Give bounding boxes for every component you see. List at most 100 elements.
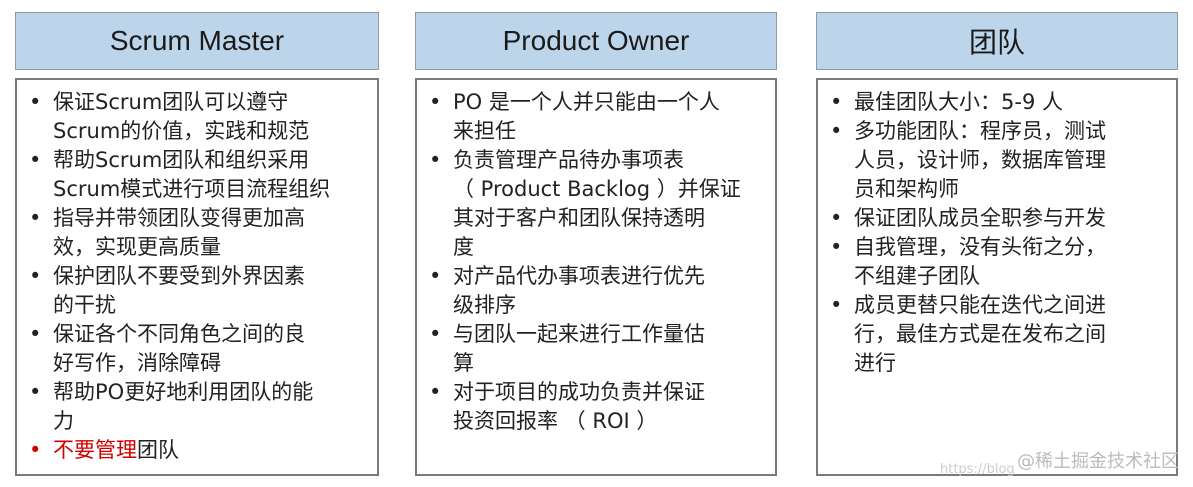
item-line: PO 是一个人并只能由一个人 [453, 88, 775, 117]
item-line: 帮助PO更好地利用团队的能 [53, 378, 377, 407]
item-line: 好写作，消除障碍 [53, 349, 377, 378]
column-body: • PO 是一个人并只能由一个人来担任 • 负责管理产品待办事项表 （ Product … [415, 78, 777, 476]
item-line: 其对于客户和团队保持透明 [453, 204, 775, 233]
item-line: Scrum模式进行项目流程组织 [53, 175, 377, 204]
column-body: • 保证Scrum团队可以遵守 Scrum的价值，实践和规范 • 帮助Scrum团队和组… [15, 78, 379, 476]
list-item: •保证各个不同角色之间的良好写作，消除障碍 [17, 320, 377, 378]
item-text: 对于项目的成功负责并保证 [453, 380, 705, 404]
item-line: 进行 [854, 349, 1176, 378]
item-line: 保护团队不要受到外界因素 [53, 262, 377, 291]
item-line: 帮助Scrum团队和组织采用 [53, 146, 377, 175]
item-line: 力 [53, 407, 377, 436]
item-text: PO 是一个人并只能由一个人 [453, 90, 720, 114]
column-header: Scrum Master [15, 12, 379, 70]
item-line: 算 [453, 349, 775, 378]
item-text: （ Product Backlog ）并保证 [453, 177, 741, 201]
item-line: 多功能团队：程序员，测试 [854, 117, 1176, 146]
item-line: 级排序 [453, 291, 775, 320]
list-item: • 保护团队不要受到外界因素的干扰 [17, 262, 377, 320]
bullet-icon: • [29, 380, 42, 404]
item-text: 其对于客户和团队保持透明 [453, 206, 705, 230]
item-line: 的干扰 [53, 291, 377, 320]
item-line: 不要管理团队 [53, 436, 377, 465]
item-text: 算 [453, 351, 474, 375]
bullet-icon: • [29, 438, 42, 462]
item-line: 员和架构师 [854, 175, 1176, 204]
item-line: 度 [453, 233, 775, 262]
item-line: 投资回报率 （ ROI ） [453, 407, 775, 436]
item-line: 指导并带领团队变得更加高 [53, 204, 377, 233]
bullet-icon: • [29, 206, 42, 230]
item-text: 多功能团队：程序员，测试 [854, 119, 1106, 143]
item-line: 最佳团队大小：5-9 人 [854, 88, 1176, 117]
item-text: Scrum的价值，实践和规范 [53, 119, 310, 143]
bullet-icon: • [29, 264, 42, 288]
item-text: Scrum模式进行项目流程组织 [53, 177, 331, 201]
item-text: 保证Scrum团队可以遵守 [53, 90, 289, 114]
bullet-icon: • [830, 119, 843, 143]
list-item: • 多功能团队：程序员，测试人员，设计师，数据库管理员和架构师 [818, 117, 1176, 204]
list-item: • 指导并带领团队变得更加高效，实现更高质量 [17, 204, 377, 262]
list-item: • 帮助PO更好地利用团队的能力 [17, 378, 377, 436]
list-item: • 与团队一起来进行工作量估算 [417, 320, 775, 378]
item-line: 负责管理产品待办事项表 [453, 146, 775, 175]
list-item: • PO 是一个人并只能由一个人来担任 [417, 88, 775, 146]
column-header: 团队 [816, 12, 1178, 70]
item-line: 保证各个不同角色之间的良 [53, 320, 377, 349]
item-text: 的干扰 [53, 293, 116, 317]
list-item: • 对于项目的成功负责并保证投资回报率 （ ROI ） [417, 378, 775, 436]
column-header: Product Owner [415, 12, 777, 70]
item-text: 保护团队不要受到外界因素 [53, 264, 305, 288]
item-text: 效，实现更高质量 [53, 235, 221, 259]
item-text: 对产品代办事项表进行优先 [453, 264, 705, 288]
item-text: 不组建子团队 [854, 264, 980, 288]
item-line: 自我管理，没有头衔之分， [854, 233, 1176, 262]
bullet-icon: • [429, 380, 442, 404]
item-text: 帮助PO更好地利用团队的能 [53, 380, 314, 404]
bullet-icon: • [830, 235, 843, 259]
item-text: 行，最佳方式是在发布之间 [854, 322, 1106, 346]
item-line: 效，实现更高质量 [53, 233, 377, 262]
bullet-icon: • [429, 148, 442, 172]
item-text: 投资回报率 （ ROI ） [453, 409, 658, 433]
bullet-icon: • [29, 148, 42, 172]
bullet-icon: • [429, 90, 442, 114]
item-line: 保证Scrum团队可以遵守 [53, 88, 377, 117]
item-text: 人员，设计师，数据库管理 [854, 148, 1106, 172]
watermark-url: https://blog [940, 462, 1015, 477]
item-text: 保证各个不同角色之间的良 [53, 322, 305, 346]
item-line: 行，最佳方式是在发布之间 [854, 320, 1176, 349]
item-line: 对于项目的成功负责并保证 [453, 378, 775, 407]
item-line: 对产品代办事项表进行优先 [453, 262, 775, 291]
item-text: 负责管理产品待办事项表 [453, 148, 684, 172]
item-text: 进行 [854, 351, 896, 375]
list-item: • 成员更替只能在迭代之间进行，最佳方式是在发布之间进行 [818, 291, 1176, 378]
item-line: 与团队一起来进行工作量估 [453, 320, 775, 349]
item-text: 与团队一起来进行工作量估 [453, 322, 705, 346]
bullet-icon: • [429, 322, 442, 346]
list-item: •保证团队成员全职参与开发 [818, 204, 1176, 233]
bullet-icon: • [429, 264, 442, 288]
list-item: • 负责管理产品待办事项表 （ Product Backlog ）并保证其对于客户和… [417, 146, 775, 262]
item-text: 最佳团队大小：5-9 人 [854, 90, 1063, 114]
list-item: • 保证Scrum团队可以遵守 Scrum的价值，实践和规范 [17, 88, 377, 146]
item-line: 人员，设计师，数据库管理 [854, 146, 1176, 175]
bullet-icon: • [830, 90, 843, 114]
item-text: 成员更替只能在迭代之间进 [854, 293, 1106, 317]
item-text: 指导并带领团队变得更加高 [53, 206, 305, 230]
item-line: 来担任 [453, 117, 775, 146]
bullet-icon: • [830, 293, 843, 317]
item-text: 员和架构师 [854, 177, 959, 201]
item-text: 度 [453, 235, 474, 259]
item-line: Scrum的价值，实践和规范 [53, 117, 377, 146]
item-text: 自我管理，没有头衔之分， [854, 235, 1106, 259]
column-body: • 最佳团队大小：5-9 人 • 多功能团队：程序员，测试人员，设计师，数据库管理员和… [816, 78, 1178, 476]
item-text: 保证团队成员全职参与开发 [854, 206, 1106, 230]
bullet-icon: • [29, 90, 42, 114]
list-item: • 对产品代办事项表进行优先级排序 [417, 262, 775, 320]
item-line: 保证团队成员全职参与开发 [854, 204, 1176, 233]
item-text: 力 [53, 409, 74, 433]
list-item: • 不要管理团队 [17, 436, 377, 465]
item-suffix: 团队 [137, 438, 179, 462]
